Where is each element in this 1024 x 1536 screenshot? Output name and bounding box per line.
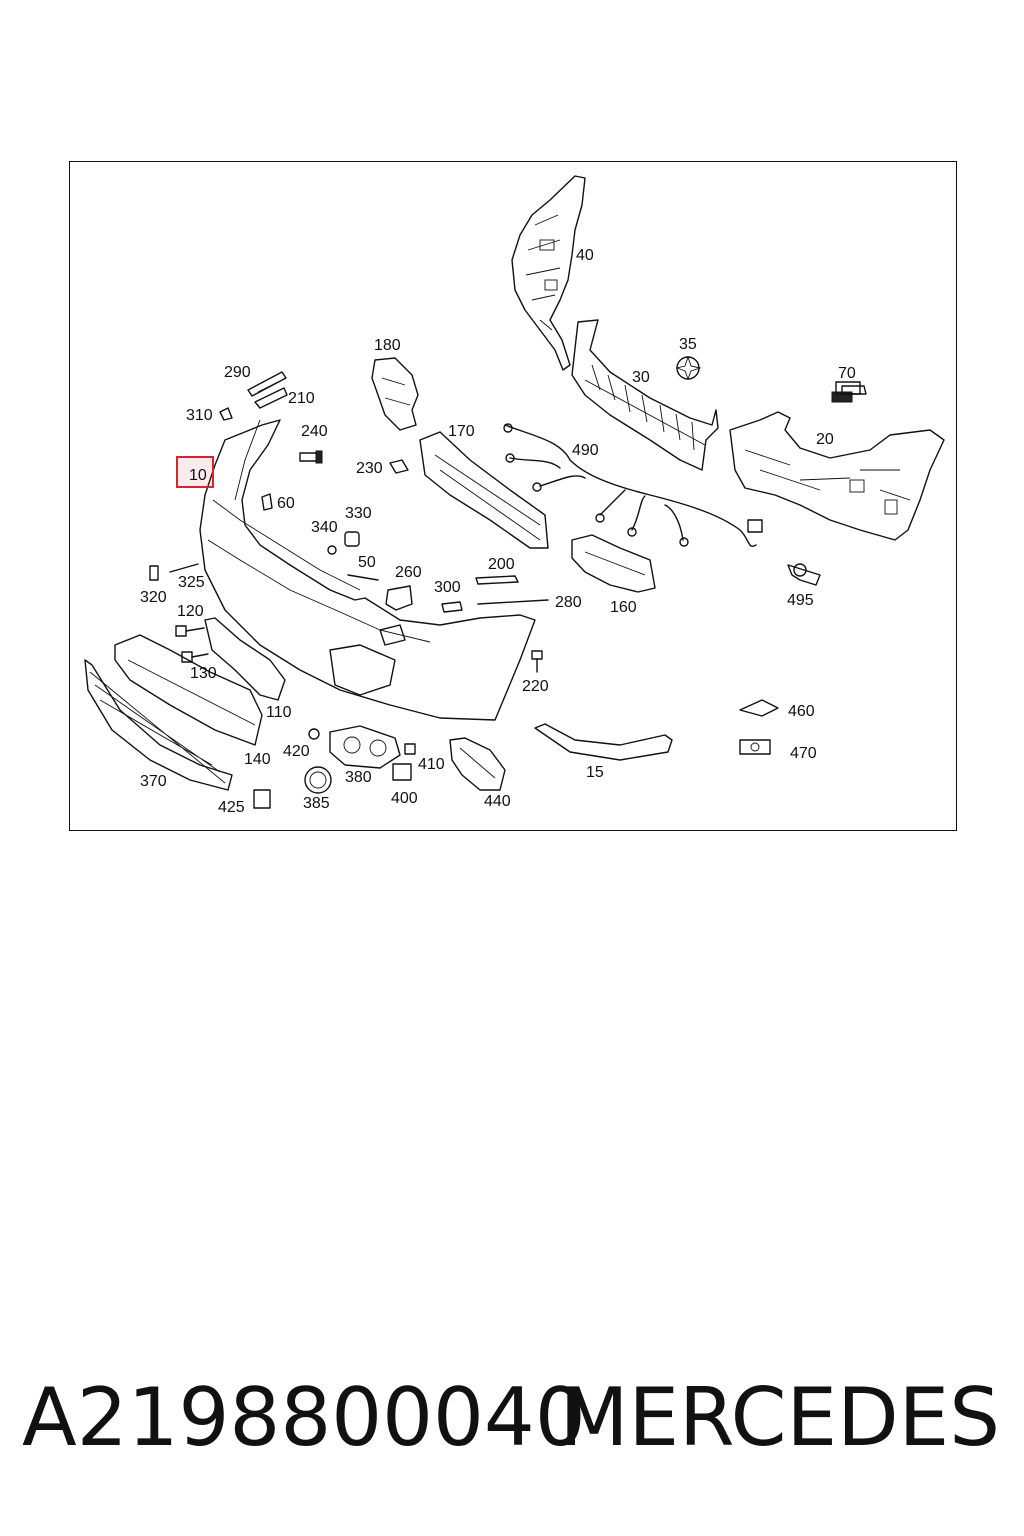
callout-50: 50 (358, 554, 376, 571)
part-440-drawing (449, 737, 506, 791)
callout-490: 490 (572, 442, 599, 459)
part-140-drawing (114, 634, 263, 746)
callout-240: 240 (301, 423, 328, 440)
callout-320: 320 (140, 589, 167, 606)
part-370-drawing (84, 659, 233, 791)
callout-495: 495 (787, 592, 814, 609)
callout-30: 30 (632, 369, 650, 386)
part-110-drawing (204, 617, 286, 701)
part-240-drawing (299, 450, 323, 464)
part-20-drawing (729, 411, 945, 541)
part-35-drawing (675, 355, 702, 381)
part-425-drawing (253, 789, 271, 809)
callout-330: 330 (345, 505, 372, 522)
callout-260: 260 (395, 564, 422, 581)
callout-160: 160 (610, 599, 637, 616)
callout-170: 170 (448, 423, 475, 440)
part-60-drawing (261, 493, 273, 511)
part-495-drawing (787, 563, 821, 586)
part-490-drawing (503, 423, 763, 547)
part-50-drawing (347, 574, 379, 581)
callout-120: 120 (177, 603, 204, 620)
part-160-drawing (571, 534, 656, 593)
callout-10: 10 (189, 467, 207, 484)
callout-40: 40 (576, 247, 594, 264)
part-10-drawing (199, 419, 536, 721)
callout-400: 400 (391, 790, 418, 807)
callout-460: 460 (788, 703, 815, 720)
callout-230: 230 (356, 460, 383, 477)
callout-410: 410 (418, 756, 445, 773)
part-200-280-drawing (475, 575, 549, 605)
callout-200: 200 (488, 556, 515, 573)
part-410-400-drawing (392, 743, 416, 781)
brand-name: MERCEDES (559, 1371, 1000, 1464)
part-460-470-drawing (739, 699, 779, 755)
callout-440: 440 (484, 793, 511, 810)
callout-290: 290 (224, 364, 251, 381)
part-380-drawing (329, 725, 401, 769)
diagram-frame (69, 161, 957, 831)
callout-20: 20 (816, 431, 834, 448)
callout-35: 35 (679, 336, 697, 353)
callout-210: 210 (288, 390, 315, 407)
callout-420: 420 (283, 743, 310, 760)
part-330-340-drawing (327, 531, 360, 555)
callout-470: 470 (790, 745, 817, 762)
part-170-drawing (419, 431, 549, 549)
callout-380: 380 (345, 769, 372, 786)
part-30-drawing (571, 319, 719, 471)
part-40-drawing (511, 175, 586, 371)
callout-130: 130 (190, 665, 217, 682)
callout-180: 180 (374, 337, 401, 354)
part-290-210-drawing (247, 371, 288, 409)
part-number: A2198800040 (22, 1371, 586, 1464)
part-385-drawing (304, 766, 332, 794)
callout-425: 425 (218, 799, 245, 816)
part-300-drawing (441, 601, 463, 613)
part-260-drawing (385, 585, 413, 611)
callout-220: 220 (522, 678, 549, 695)
callout-325: 325 (178, 574, 205, 591)
callout-310: 310 (186, 407, 213, 424)
callout-60: 60 (277, 495, 295, 512)
callout-370: 370 (140, 773, 167, 790)
part-180-drawing (371, 357, 419, 431)
callout-15: 15 (586, 764, 604, 781)
part-70-drawing (831, 381, 867, 403)
callout-340: 340 (311, 519, 338, 536)
callout-70: 70 (838, 365, 856, 382)
callout-385: 385 (303, 795, 330, 812)
part-310-drawing (219, 407, 233, 421)
part-230-drawing (389, 459, 409, 474)
part-420-drawing (308, 728, 320, 740)
part-320-325-drawing (149, 563, 199, 581)
callout-280: 280 (555, 594, 582, 611)
callout-300: 300 (434, 579, 461, 596)
callout-110: 110 (266, 704, 292, 721)
highlight-box (176, 456, 214, 488)
part-220-drawing (531, 650, 543, 673)
part-15-drawing (534, 723, 673, 761)
callout-140: 140 (244, 751, 271, 768)
